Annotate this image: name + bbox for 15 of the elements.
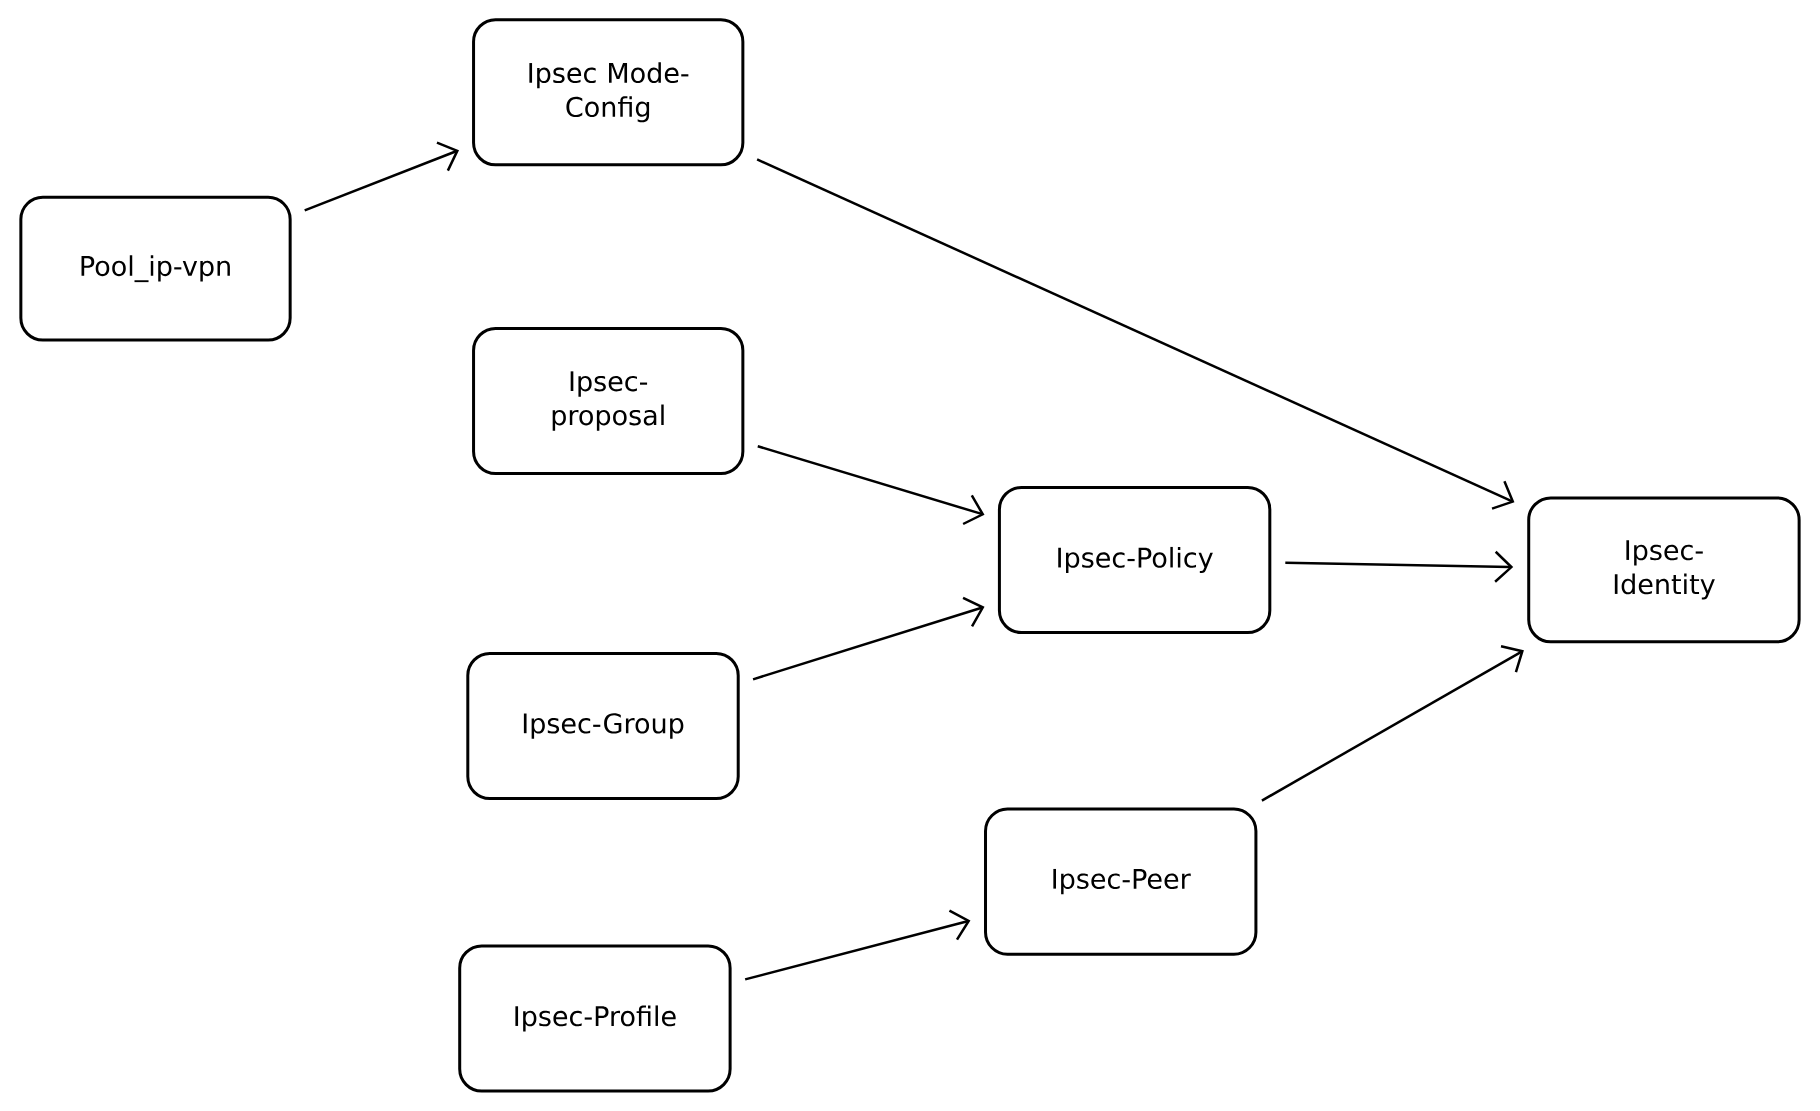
arrow bbox=[1261, 644, 1524, 802]
process-box: Pool_ip-vpn bbox=[19, 195, 292, 342]
process-box: Ipsec-Peer bbox=[984, 807, 1258, 956]
arrow bbox=[1285, 550, 1514, 583]
process-box: Ipsec Mode-Config bbox=[472, 18, 745, 167]
process-box: Ipsec-Policy bbox=[997, 485, 1272, 635]
arrow bbox=[757, 445, 985, 526]
arrow bbox=[744, 909, 971, 981]
process-box: Ipsec-Identity bbox=[1527, 496, 1801, 644]
arrow bbox=[752, 596, 985, 681]
arrow bbox=[756, 158, 1515, 510]
process-box: Ipsec-proposal bbox=[472, 326, 745, 476]
arrow bbox=[304, 141, 459, 212]
process-box: Ipsec-Group bbox=[466, 651, 740, 801]
process-box: Ipsec-Profile bbox=[458, 944, 732, 1093]
